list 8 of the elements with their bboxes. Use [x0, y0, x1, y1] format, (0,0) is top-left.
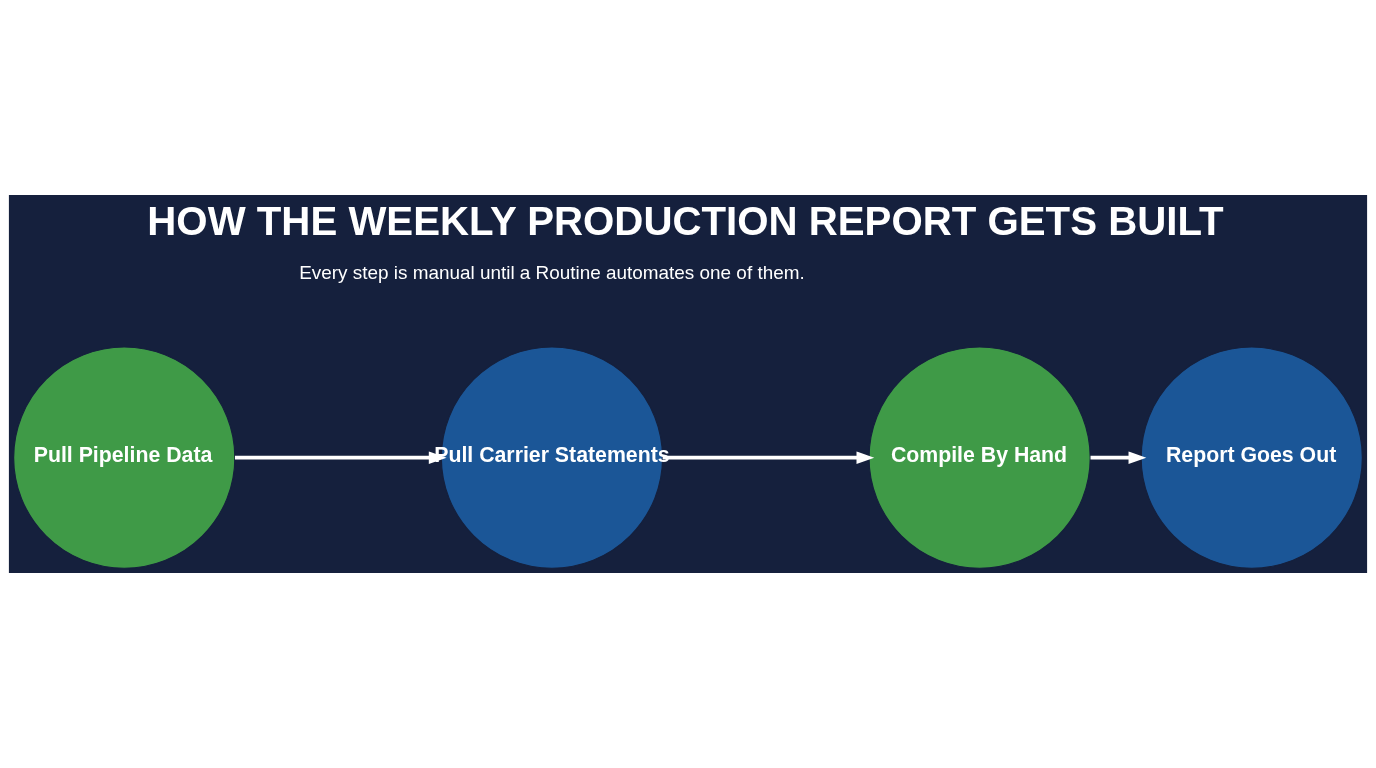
- arrow: [662, 451, 875, 464]
- arrow: [1090, 451, 1147, 464]
- diagram-title: HOW THE WEEKLY PRODUCTION REPORT GETS BUILT: [147, 199, 1224, 245]
- node-circle: Compile By Hand: [868, 346, 1091, 569]
- node-circle: Report Goes Out: [1140, 346, 1363, 569]
- node-circle: Pull Pipeline Data: [13, 346, 236, 569]
- arrow: [234, 451, 447, 464]
- caption: Every step is manual until a Routine automates one of them.: [299, 261, 805, 283]
